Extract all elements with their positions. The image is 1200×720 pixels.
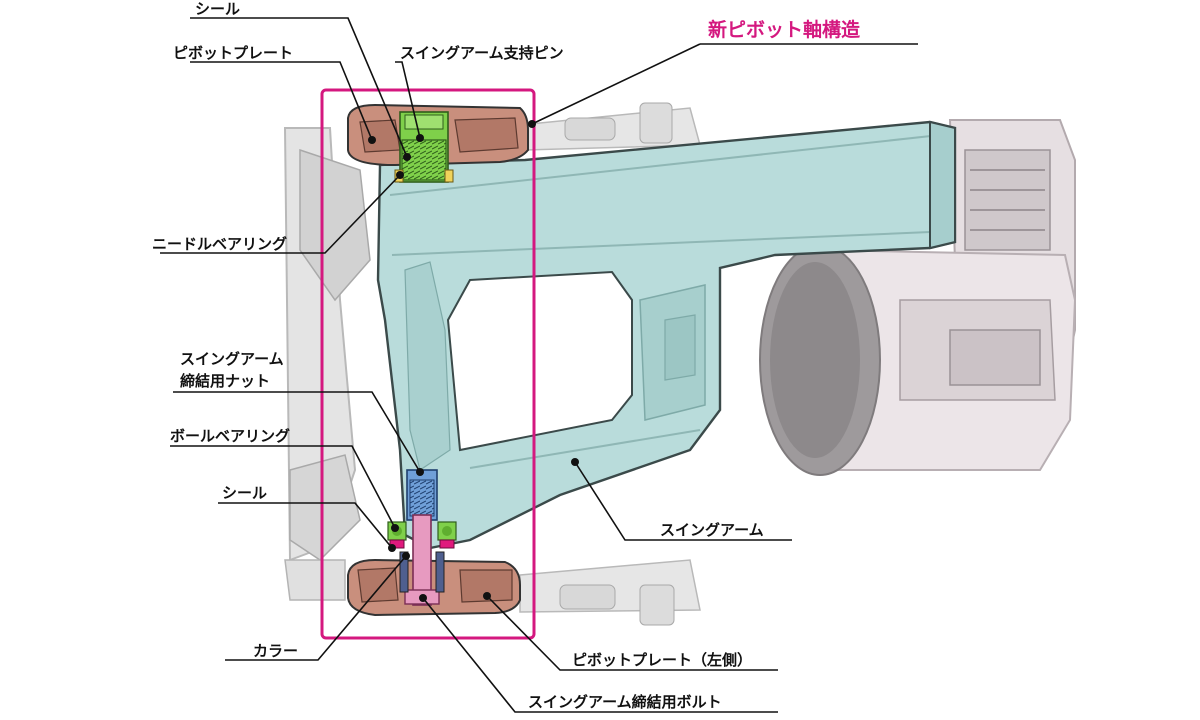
- label-pivot-plate-left: ピボットプレート（左側）: [572, 651, 752, 669]
- label-nut-line1: スイングアーム: [180, 350, 284, 368]
- swing-arm: [376, 120, 957, 550]
- label-swing-arm: スイングアーム: [660, 521, 764, 539]
- top-pivot-assembly: [347, 103, 529, 183]
- leader-lines: [160, 17, 918, 713]
- label-fastening-bolt: スイングアーム締結用ボルト: [528, 693, 722, 711]
- callout-labels: 新ピボット軸構造 シール ピボットプレート スイングアーム支持ピン ニードルベア…: [152, 0, 861, 711]
- label-collar: カラー: [253, 642, 298, 660]
- diagram-title: 新ピボット軸構造: [708, 18, 861, 41]
- label-ball-bearing: ボールベアリング: [170, 427, 290, 445]
- highlight-frame: [320, 88, 536, 640]
- engine-block: [759, 119, 1077, 476]
- label-needle-bearing: ニードルベアリング: [152, 235, 287, 253]
- label-pivot-plate: ピボットプレート: [173, 44, 293, 62]
- label-seal-top: シール: [195, 0, 240, 18]
- label-seal-bottom: シール: [222, 484, 267, 502]
- label-support-pin: スイングアーム支持ピン: [400, 44, 564, 62]
- label-nut-line2: 締結用ナット: [180, 372, 270, 390]
